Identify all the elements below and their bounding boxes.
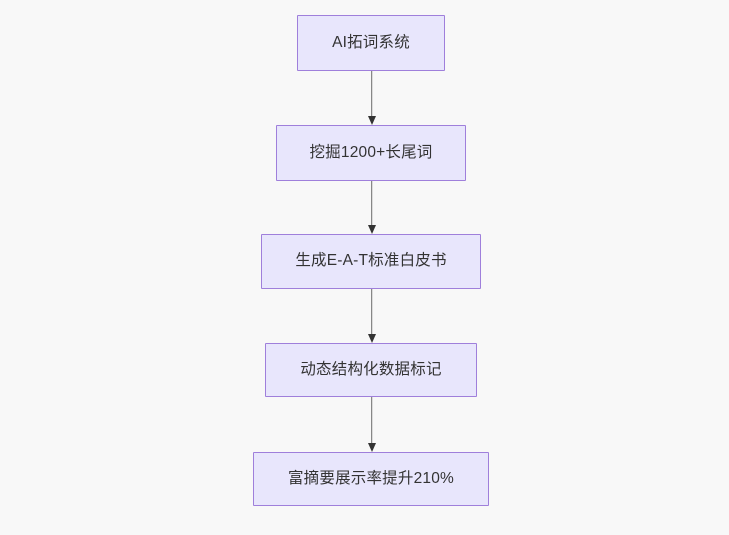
arrowhead-icon: [367, 116, 376, 125]
connector-shaft: [370, 289, 373, 334]
connector-shaft: [370, 181, 373, 225]
flow-node-longtail-keywords[interactable]: 挖掘1200+长尾词: [276, 125, 466, 181]
arrowhead-icon: [367, 225, 376, 234]
connector-shaft: [370, 71, 373, 116]
connector-node2-node3: [367, 181, 376, 234]
flow-node-label: 挖掘1200+长尾词: [309, 143, 433, 161]
connector-shaft: [370, 397, 373, 443]
connector-node1-node2: [367, 71, 376, 125]
flow-node-ai-keyword-system[interactable]: AI拓词系统: [297, 15, 445, 71]
arrowhead-icon: [367, 443, 376, 452]
connector-node3-node4: [367, 289, 376, 343]
arrowhead-icon: [367, 334, 376, 343]
flow-node-label: 富摘要展示率提升210%: [287, 469, 455, 487]
flow-node-label: AI拓词系统: [332, 33, 410, 51]
flow-node-label: 动态结构化数据标记: [300, 360, 442, 378]
flow-node-eat-whitepaper[interactable]: 生成E-A-T标准白皮书: [261, 234, 481, 289]
connector-node4-node5: [367, 397, 376, 452]
flow-node-structured-data-markup[interactable]: 动态结构化数据标记: [265, 343, 477, 397]
flow-node-rich-snippet-result[interactable]: 富摘要展示率提升210%: [253, 452, 489, 506]
flow-node-label: 生成E-A-T标准白皮书: [295, 252, 447, 270]
